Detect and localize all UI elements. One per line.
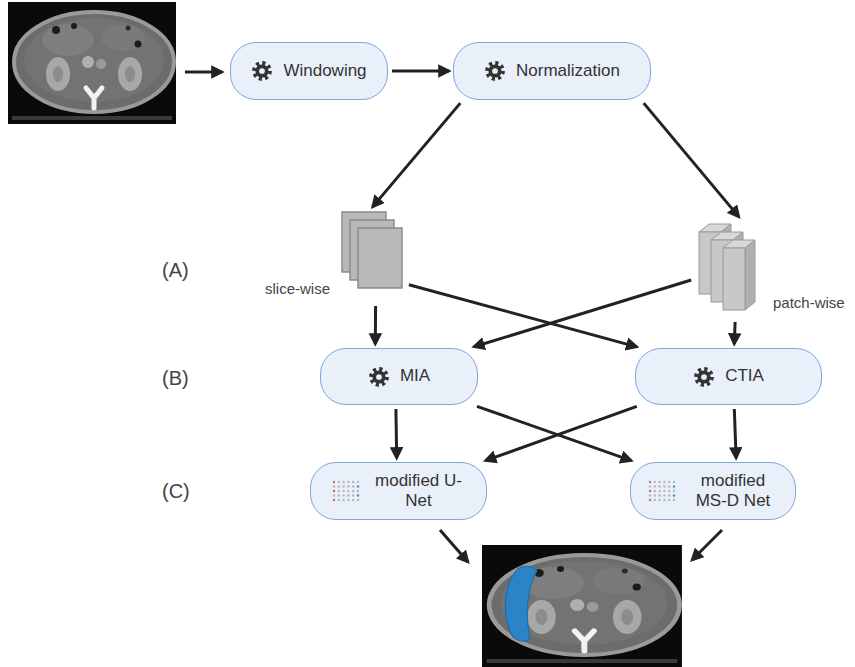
flow-arrow <box>733 322 737 344</box>
icon <box>331 479 361 503</box>
stack-label: slice-wise <box>265 280 330 297</box>
network-icon <box>331 479 361 503</box>
process-box: MIA <box>320 348 478 405</box>
stack-icon <box>695 220 773 320</box>
input-ct-image <box>8 2 176 124</box>
process-box: Windowing <box>230 42 388 100</box>
flow-arrow <box>474 280 691 347</box>
patch-stack-icon <box>695 220 773 316</box>
flow-arrow <box>374 306 377 344</box>
output-arrow <box>440 530 468 562</box>
icon <box>693 366 715 388</box>
output-ct-image <box>482 545 682 667</box>
process-box: CTIA <box>635 348 822 405</box>
box-label: Normalization <box>516 61 620 81</box>
gear-icon <box>693 366 715 388</box>
gear-icon <box>251 60 273 82</box>
stack-label: patch-wise <box>773 294 845 311</box>
icon <box>484 60 506 82</box>
gear-icon <box>368 366 390 388</box>
box-label: Windowing <box>283 61 366 81</box>
gear-icon <box>484 60 506 82</box>
flow-arrow <box>644 103 739 217</box>
network-icon <box>647 479 677 503</box>
data-stack: slice-wise <box>265 210 405 302</box>
flow-arrow <box>394 409 398 458</box>
step-label: (C) <box>162 480 190 503</box>
stack-icon <box>340 210 405 304</box>
process-box: modified U-Net <box>310 462 487 520</box>
box-label: modified U-Net <box>371 471 466 512</box>
output-arrow <box>692 530 722 560</box>
data-stack: patch-wise <box>695 220 850 318</box>
flow-arrow <box>373 103 461 207</box>
step-label: (A) <box>162 259 189 282</box>
flow-arrow <box>477 406 631 460</box>
slice-stack-icon <box>340 210 405 300</box>
flow-arrow <box>409 285 637 347</box>
icon <box>251 60 273 82</box>
process-box: Normalization <box>453 42 651 100</box>
box-label: CTIA <box>725 366 764 386</box>
box-label: modified MS-D Net <box>687 471 779 512</box>
icon <box>368 366 390 388</box>
input-arrow <box>185 71 222 74</box>
flow-arrow <box>392 70 449 73</box>
icon <box>647 479 677 503</box>
box-label: MIA <box>400 366 430 386</box>
flow-arrow <box>486 406 637 460</box>
step-label: (B) <box>162 367 189 390</box>
process-box: modified MS-D Net <box>630 462 796 520</box>
flow-arrow <box>734 409 736 458</box>
